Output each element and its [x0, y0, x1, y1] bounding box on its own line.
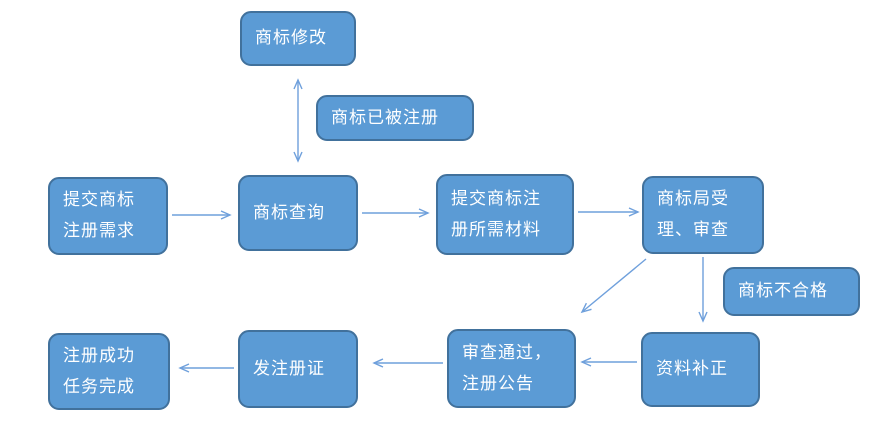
node-trademark-unqualified: 商标不合格	[723, 267, 860, 316]
node-material-correction: 资料补正	[641, 332, 760, 407]
node-submit-registration-demand: 提交商标 注册需求	[48, 177, 168, 255]
node-trademark-query: 商标查询	[238, 175, 358, 251]
node-review-passed-announcement: 审查通过， 注册公告	[447, 329, 576, 408]
node-issue-certificate: 发注册证	[238, 330, 358, 408]
node-registration-success: 注册成功 任务完成	[48, 333, 170, 410]
node-trademark-already-registered: 商标已被注册	[316, 95, 474, 141]
arrow-office-to-approval	[580, 258, 647, 314]
node-submit-required-materials: 提交商标注 册所需材料	[436, 174, 574, 255]
node-office-accept-review: 商标局受 理、审查	[642, 176, 764, 254]
node-trademark-modify: 商标修改	[240, 11, 356, 66]
